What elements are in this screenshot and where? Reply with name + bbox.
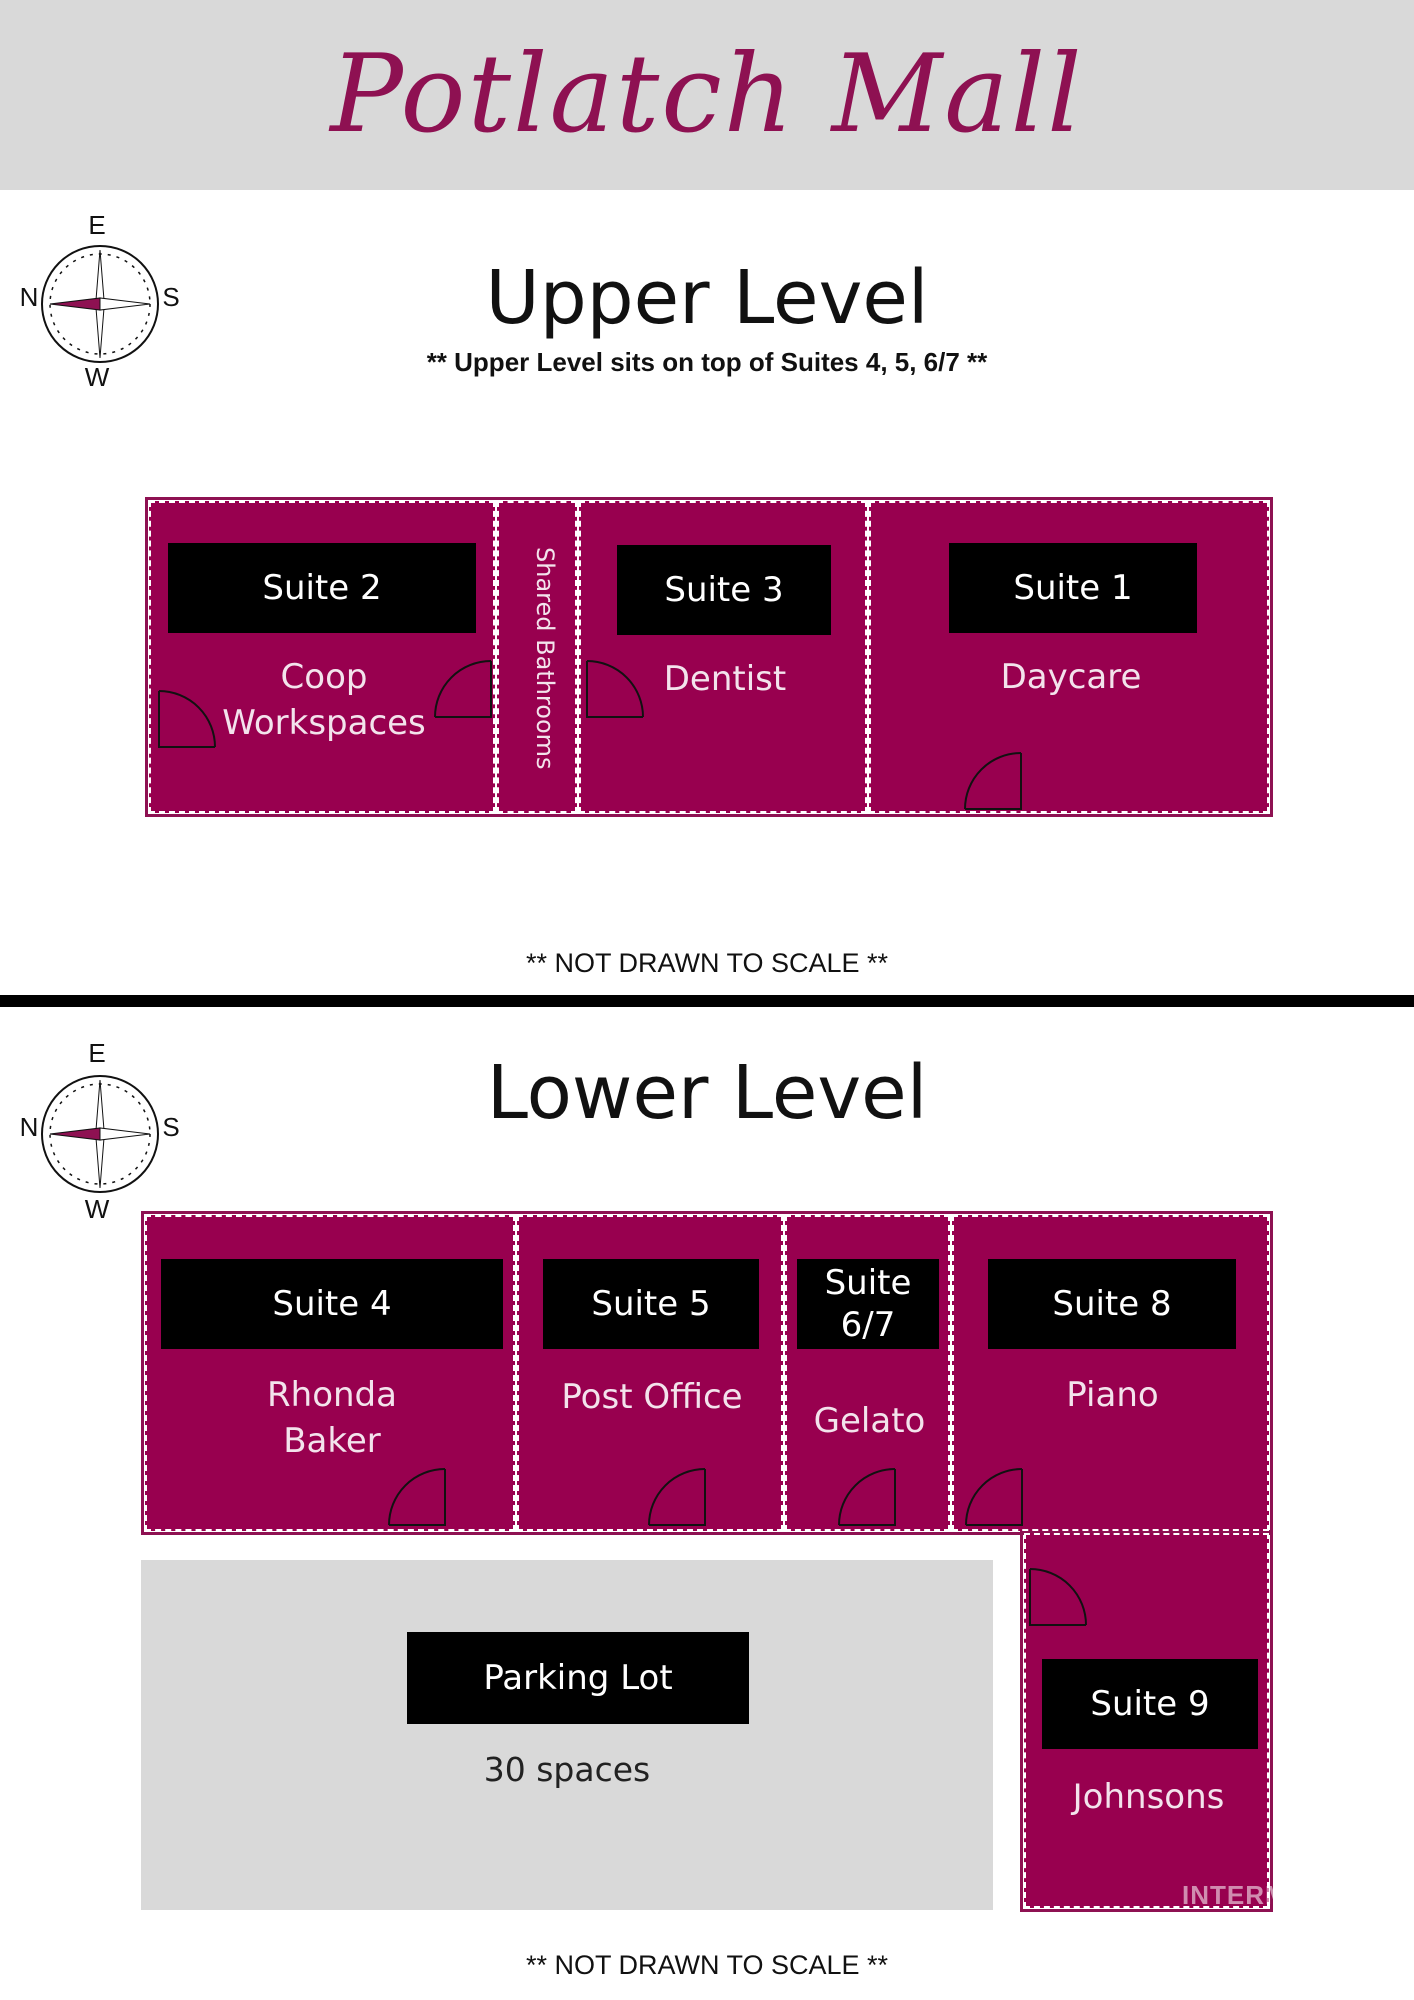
compass-rose-icon (41, 1075, 159, 1193)
suite-1-name: Daycare (1000, 657, 1142, 697)
compass-south-label: S (162, 1112, 180, 1142)
suite-8-name: Piano (1066, 1375, 1159, 1415)
compass-rose-icon (41, 245, 159, 363)
suite-5-name: Post Office (561, 1377, 743, 1417)
suite-3-tag: Suite 3 (617, 545, 831, 635)
suite-2-name: Coop Workspaces (222, 657, 426, 743)
suite-2-room: Suite 2 Coop Workspaces (149, 501, 495, 813)
lower-floor-plan-top (141, 1211, 1273, 1535)
parking-lot-tag: Parking Lot (407, 1632, 749, 1724)
lower-floor-plan-east-wing (1020, 1530, 1273, 1912)
suite-6-7-tag: Suite 6/7 (797, 1259, 939, 1349)
suite-1-room: Suite 1 Daycare (869, 501, 1269, 813)
upper-level-subtitle: ** Upper Level sits on top of Suites 4, … (426, 347, 988, 377)
upper-floor-plan (145, 497, 1273, 817)
compass-east-label: E (88, 1038, 106, 1068)
suite-4-tag: Suite 4 (161, 1259, 503, 1349)
door-icon (434, 660, 492, 718)
door-icon (648, 1468, 706, 1526)
compass-west-label: W (84, 1194, 110, 1224)
shared-bathrooms-label: Shared Bathrooms (531, 546, 559, 770)
compass-upper: E N S W (20, 210, 180, 392)
parking-lot-capacity: 30 spaces (483, 1750, 651, 1789)
suite-6-7-room: Suite 6/7 Gelato (785, 1215, 950, 1531)
suite-3-name: Dentist (663, 659, 787, 699)
compass-north-label: N (19, 1112, 39, 1142)
suite-3-room: Suite 3 Dentist (579, 501, 867, 813)
page-title: Potlatch Mall (330, 32, 1084, 157)
suite-5-tag: Suite 5 (543, 1259, 759, 1349)
door-icon (1029, 1568, 1087, 1626)
door-icon (964, 752, 1022, 810)
door-icon (586, 660, 644, 718)
suite-9-room: Suite 9 Johnsons (1024, 1533, 1269, 1908)
compass-west-label: W (84, 362, 110, 392)
door-icon (158, 690, 216, 748)
watermark: INTERMOUNTAIN (1182, 1880, 1412, 1910)
suite-8-tag: Suite 8 (988, 1259, 1236, 1349)
compass-north-label: N (19, 282, 39, 312)
upper-level-heading: Upper Level (485, 255, 929, 341)
door-icon (965, 1468, 1023, 1526)
suite-9-tag: Suite 9 (1042, 1659, 1258, 1749)
parking-lot: Parking Lot 30 spaces (141, 1560, 993, 1910)
door-icon (388, 1468, 446, 1526)
compass-lower: E N S W (20, 1038, 180, 1224)
title-banner (0, 0, 1414, 190)
compass-east-label: E (88, 210, 106, 240)
compass-south-label: S (162, 282, 180, 312)
level-divider (0, 995, 1414, 1007)
suite-4-room: Suite 4 Rhonda Baker (145, 1215, 515, 1531)
door-icon (838, 1468, 896, 1526)
suite-2-tag: Suite 2 (168, 543, 476, 633)
suite-5-room: Suite 5 Post Office (517, 1215, 783, 1531)
lower-scale-note: ** NOT DRAWN TO SCALE ** (525, 1950, 889, 1980)
suite-6-7-name: Gelato (813, 1401, 926, 1441)
lower-level-heading: Lower Level (486, 1050, 928, 1136)
suite-9-name: Johnsons (1072, 1777, 1225, 1817)
suite-8-room: Suite 8 Piano (952, 1215, 1269, 1531)
shared-bathrooms-room: Shared Bathrooms (497, 501, 577, 813)
upper-scale-note: ** NOT DRAWN TO SCALE ** (525, 948, 889, 978)
suite-1-tag: Suite 1 (949, 543, 1197, 633)
suite-4-name: Rhonda Baker (267, 1375, 397, 1461)
